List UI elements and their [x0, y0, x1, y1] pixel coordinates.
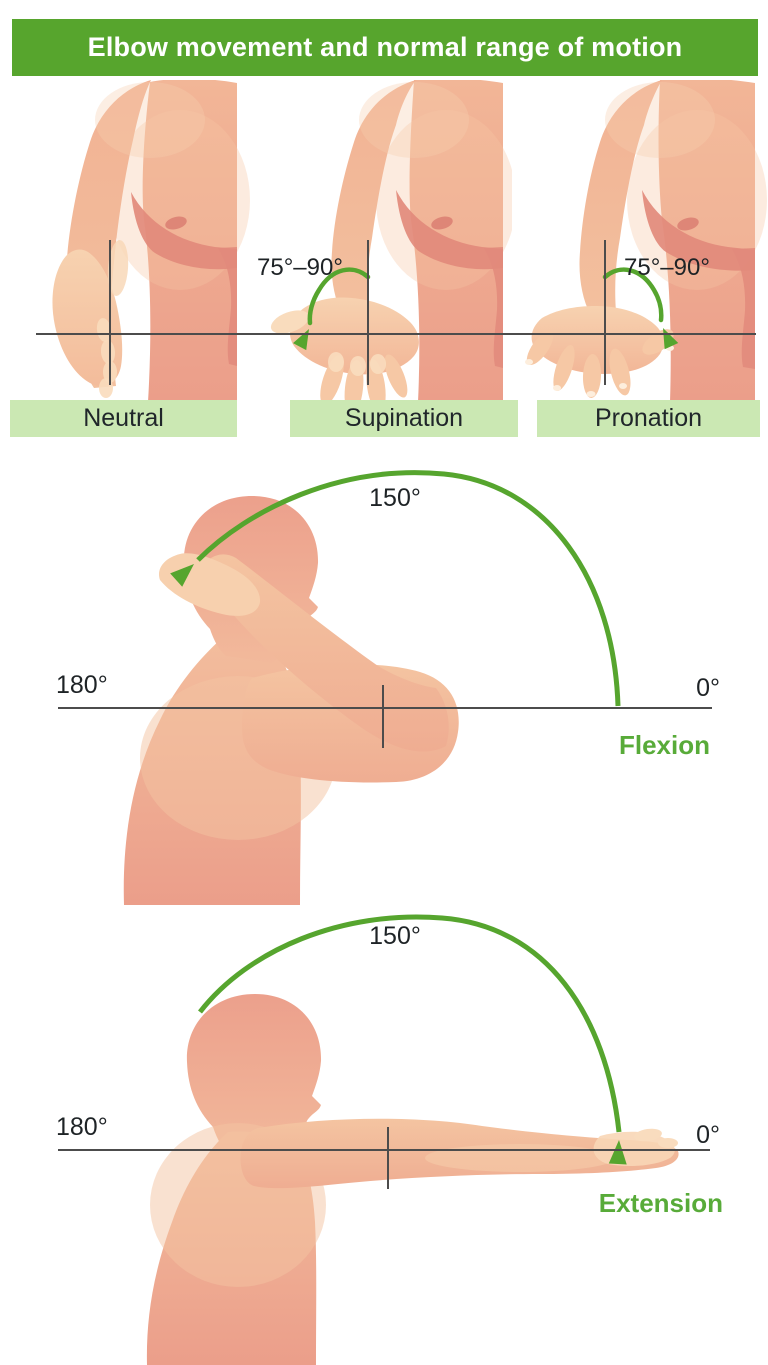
flexion-arc-angle-label: 150° — [369, 484, 421, 512]
extension-arc-angle-label: 150° — [369, 922, 421, 950]
extension-arc-arrow — [198, 914, 622, 1133]
extension-180-label: 180° — [56, 1113, 108, 1141]
pronation-caption: Pronation — [594, 404, 703, 432]
extension-horizontal-reference-line — [58, 1149, 710, 1151]
supination-caption: Supination — [344, 404, 464, 432]
extension-label: Extension — [598, 1188, 723, 1218]
flexion-vertical-tick — [382, 685, 384, 748]
supination-arm-illustration — [270, 80, 512, 416]
extension-vertical-tick — [387, 1127, 389, 1189]
pronation-angle-label: 75°–90° — [624, 254, 710, 281]
diagram-title: Elbow movement and normal range of motio… — [87, 32, 683, 62]
neutral-vertical-reference-line — [109, 240, 111, 385]
pronation-caption-bar: Pronation — [537, 400, 760, 437]
pronation-vertical-reference-line — [604, 240, 606, 385]
neutral-caption: Neutral — [83, 404, 164, 432]
neutral-arm-illustration — [52, 80, 250, 402]
pronation-arc-arrow — [602, 267, 664, 323]
supination-arc-arrow — [307, 267, 371, 326]
top-row-horizontal-reference-line — [36, 333, 756, 335]
flexion-0-label: 0° — [696, 674, 720, 702]
title-banner: Elbow movement and normal range of motio… — [12, 19, 758, 76]
flexion-180-label: 180° — [56, 671, 108, 699]
extension-figure-illustration — [146, 914, 679, 1365]
extension-0-label: 0° — [696, 1121, 720, 1149]
flexion-horizontal-reference-line — [58, 707, 712, 709]
neutral-caption-bar: Neutral — [10, 400, 237, 437]
pronation-arm-illustration — [525, 80, 767, 402]
flexion-arc-arrow — [196, 470, 621, 707]
supination-angle-label: 75°–90° — [257, 254, 343, 281]
flexion-label: Flexion — [618, 730, 710, 760]
supination-vertical-reference-line — [367, 240, 369, 385]
flexion-figure-illustration — [123, 470, 621, 905]
supination-caption-bar: Supination — [290, 400, 518, 437]
